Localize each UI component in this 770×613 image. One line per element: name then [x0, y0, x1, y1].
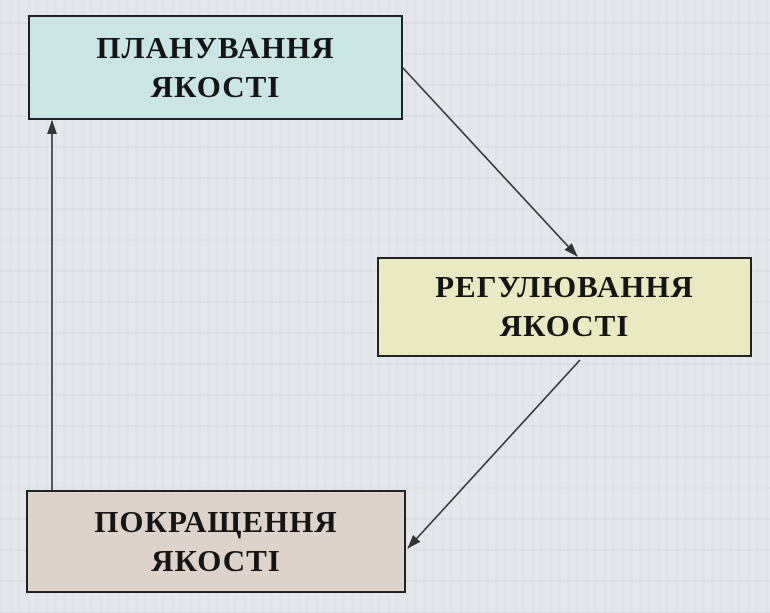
- quality-regulation-label-line1: РЕГУЛЮВАННЯ: [435, 269, 694, 305]
- quality-planning-label-line1: ПЛАНУВАННЯ: [96, 29, 335, 65]
- quality-improvement-label-line2: ЯКОСТІ: [151, 542, 281, 578]
- quality-improvement-label-line1: ПОКРАЩЕННЯ: [94, 503, 338, 539]
- quality-planning-box: ПЛАНУВАННЯ ЯКОСТІ: [28, 15, 403, 120]
- arrow-planning-to-regulation: [402, 67, 578, 257]
- quality-planning-label-line2: ЯКОСТІ: [150, 68, 281, 104]
- quality-improvement-box: ПОКРАЩЕННЯ ЯКОСТІ: [26, 490, 406, 593]
- arrow-regulation-to-improvement: [407, 359, 581, 549]
- quality-regulation-label-line2: ЯКОСТІ: [499, 308, 630, 343]
- quality-regulation-box: РЕГУЛЮВАННЯ ЯКОСТІ: [377, 257, 752, 357]
